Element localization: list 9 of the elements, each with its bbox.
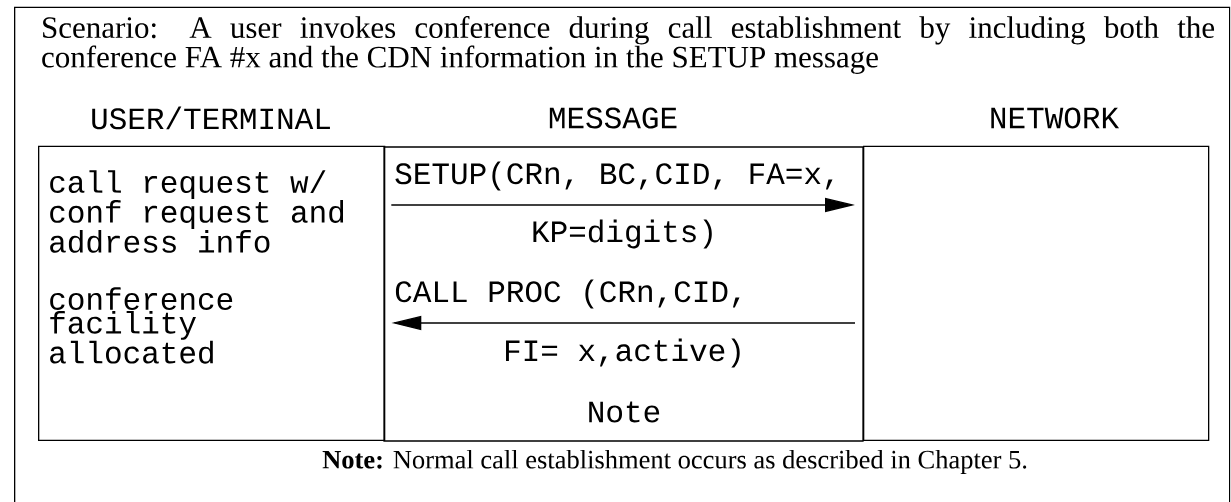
column-header: MESSAGE xyxy=(549,107,677,129)
message-text: CALL PROC (CRn,CID, xyxy=(395,279,740,309)
table-cell: call request w/ conf request and address info conference facility allocated xyxy=(38,145,386,441)
message-text: KP=digits) xyxy=(533,219,712,249)
message-text: FI= x,active) xyxy=(506,338,740,368)
message-text: SETUP(CRn, BC,CID, FA=x, xyxy=(395,161,833,191)
note-marker: Note xyxy=(589,401,660,423)
table-cell xyxy=(863,145,1210,441)
note-text: Note: Normal call establishment occurs as described in Chapter 5. xyxy=(322,449,1027,474)
